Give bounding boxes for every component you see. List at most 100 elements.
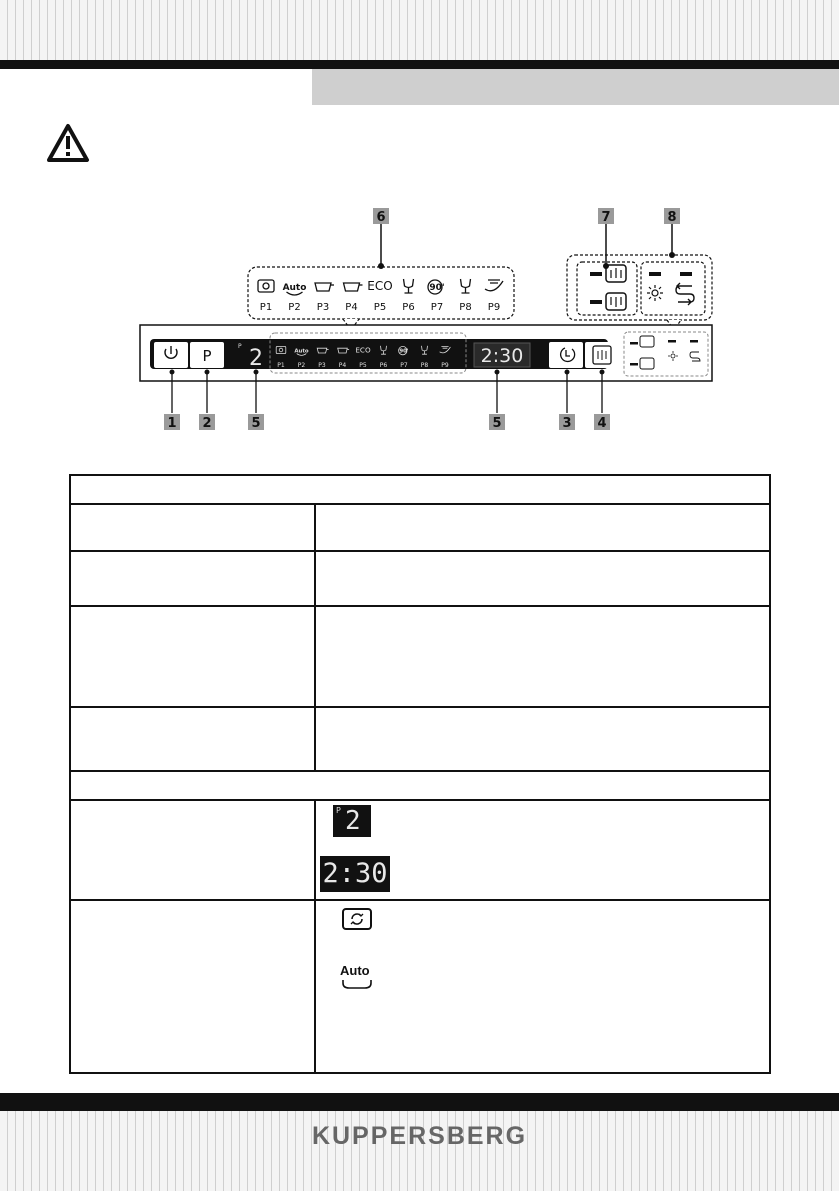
- header-stripes: [0, 0, 839, 60]
- program-code-label: P4: [339, 362, 347, 369]
- program-code-label: P2: [298, 362, 306, 369]
- header-section-tab: [312, 69, 839, 105]
- rinse-program-icon: [342, 908, 372, 930]
- program-badge: 90': [399, 348, 409, 354]
- table-line: [69, 770, 771, 772]
- program-p4: P4: [342, 282, 363, 313]
- table-line: [69, 706, 771, 708]
- program-code-label: P5: [359, 362, 367, 369]
- svg-text:6: 6: [376, 210, 385, 225]
- footer-bar: [0, 1093, 839, 1111]
- program-badge: Auto: [294, 348, 309, 354]
- header-bar: [0, 60, 839, 69]
- table-line: [69, 899, 771, 901]
- brand-logo: KUPPERSBERG: [311, 1122, 528, 1150]
- svg-text:7: 7: [601, 210, 610, 225]
- program-p8: P8: [459, 278, 472, 313]
- upper-basket-icon: [605, 264, 627, 283]
- callout-badge-1: 1: [164, 414, 180, 431]
- callout-badge-5: 5: [248, 414, 264, 431]
- callout-badge-7: 7: [598, 208, 614, 225]
- display-time: 2:30: [322, 858, 388, 889]
- table-line: [69, 503, 771, 505]
- program-code-label: P8: [459, 302, 471, 313]
- svg-text:1: 1: [167, 416, 176, 431]
- program-p6: P6: [402, 278, 415, 313]
- program-code-label: P5: [374, 302, 386, 313]
- description-table: [69, 474, 771, 1074]
- program-code-label: P7: [400, 362, 408, 369]
- program-p7: 90' P7: [398, 346, 409, 369]
- program-p9: P9: [484, 279, 504, 313]
- program-p5: ECO P5: [355, 345, 371, 369]
- program-badge: ECO: [355, 345, 371, 354]
- program-code-label: P1: [260, 302, 272, 313]
- table-line: [69, 605, 771, 607]
- program-code-label: P9: [441, 362, 449, 369]
- footer-stripes: [0, 1111, 839, 1191]
- program-p7: 90' P7: [427, 279, 445, 313]
- program-code-label: P4: [345, 302, 357, 313]
- program-code-label: P6: [380, 362, 388, 369]
- svg-text:8: 8: [667, 210, 676, 225]
- program-code-label: P6: [402, 302, 414, 313]
- svg-text:5: 5: [251, 416, 260, 431]
- bottom-callouts: [169, 369, 605, 413]
- delay-clock-icon: [560, 347, 576, 363]
- program-badge: ECO: [367, 279, 392, 293]
- callout-badge-6: 6: [373, 208, 389, 225]
- svg-text:3: 3: [562, 416, 571, 431]
- program-display: 2: [249, 346, 263, 371]
- half-load-icon: [592, 345, 612, 365]
- callout-badge-5: 5: [489, 414, 505, 431]
- program-p6: P6: [380, 345, 388, 369]
- program-code-label: P8: [421, 362, 429, 369]
- power-button[interactable]: [154, 342, 188, 368]
- program-p1: P1: [257, 279, 275, 313]
- callout-badge-8: 8: [664, 208, 680, 225]
- program-p3: P3: [314, 282, 334, 313]
- table-column-divider: [314, 503, 316, 771]
- auto-label: Auto: [340, 963, 370, 978]
- program-code-label: P1: [277, 362, 285, 369]
- program-button-label: P: [202, 347, 211, 365]
- display-digit: 2: [345, 806, 361, 836]
- program-strip: [269, 332, 467, 374]
- display-prefix: P: [336, 806, 341, 815]
- callout-badge-4: 4: [594, 414, 610, 431]
- table-line: [69, 550, 771, 552]
- program-p4: P4: [337, 347, 350, 369]
- callout-7-8-group: [566, 224, 713, 332]
- callout-badge-3: 3: [559, 414, 575, 431]
- program-p9: P9: [439, 346, 451, 369]
- program-code-label: P7: [431, 302, 443, 313]
- warning-icon: [47, 124, 89, 162]
- lower-basket-icon: [605, 292, 627, 311]
- program-p1: P1: [275, 346, 287, 369]
- time-display-sample: 2:30: [320, 856, 390, 892]
- svg-text:5: 5: [492, 416, 501, 431]
- power-icon: [164, 346, 178, 359]
- table-column-divider: [314, 799, 316, 1073]
- auto-program-icon: Auto: [337, 963, 377, 991]
- program-code-label: P3: [317, 302, 329, 313]
- program-display-sample: P 2: [333, 805, 371, 837]
- svg-text:2: 2: [202, 416, 211, 431]
- program-p3: P3: [316, 347, 329, 369]
- program-display-prefix: P: [238, 343, 242, 350]
- svg-text:4: 4: [597, 416, 606, 431]
- rinse-aid-icon: [647, 285, 663, 301]
- program-badge: 90': [429, 283, 444, 293]
- time-display: 2:30: [481, 345, 524, 367]
- program-p8: P8: [421, 345, 429, 369]
- program-badge: Auto: [283, 283, 307, 293]
- callout-badge-2: 2: [199, 414, 215, 431]
- program-code-label: P2: [288, 302, 300, 313]
- indicator-zoom-box: [566, 254, 713, 321]
- program-button[interactable]: [190, 342, 224, 368]
